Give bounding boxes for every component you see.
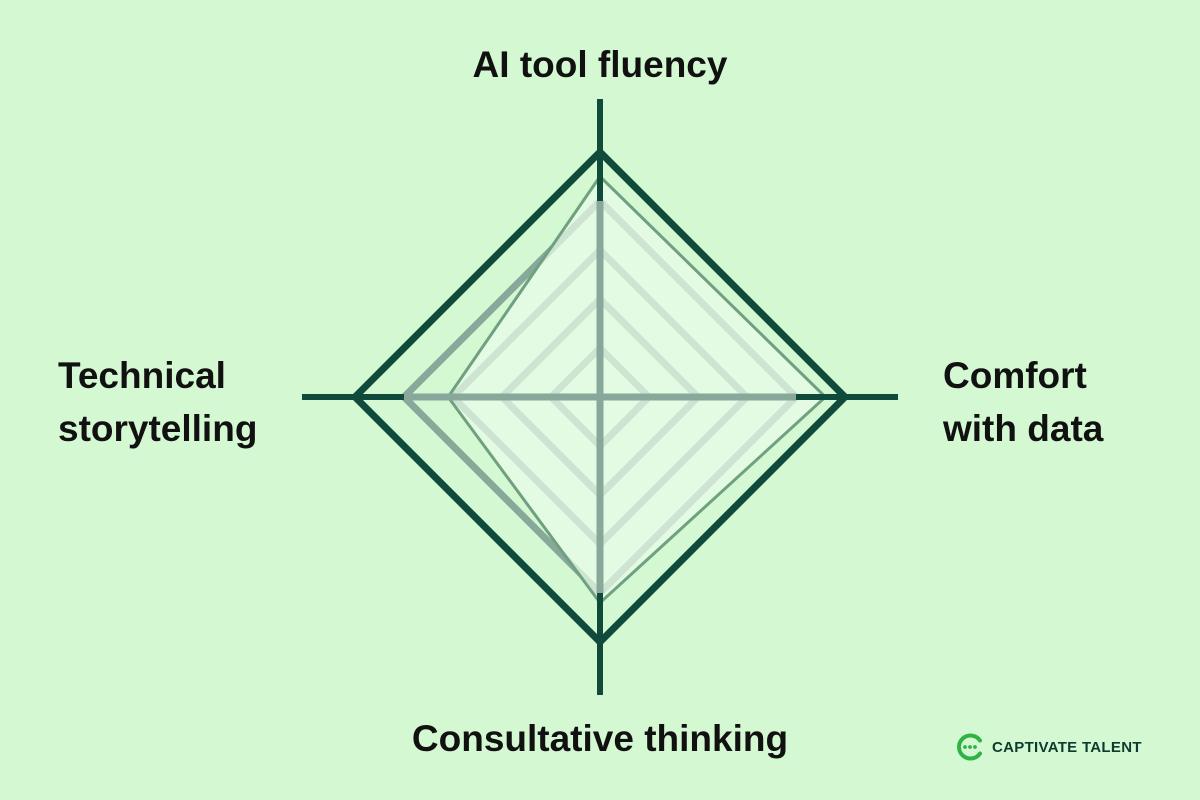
axis-label-line: with data bbox=[943, 408, 1104, 449]
brand-name: CAPTIVATE TALENT bbox=[992, 738, 1142, 756]
captivate-talent-logo-icon bbox=[957, 733, 982, 761]
axis-label-line: AI tool fluency bbox=[472, 44, 728, 85]
radar-ring-5 bbox=[350, 147, 850, 647]
brand-logo: CAPTIVATE TALENT bbox=[955, 731, 1142, 763]
axis-label-line: Technical bbox=[58, 355, 226, 396]
axis-label-technical-storytelling: Technical storytelling bbox=[58, 349, 257, 455]
axis-label-comfort-with-data: Comfort with data bbox=[943, 349, 1103, 455]
axis-label-line: storytelling bbox=[58, 408, 258, 449]
axis-label-ai-tool-fluency: AI tool fluency bbox=[0, 38, 1200, 91]
axis-label-line: Comfort bbox=[943, 355, 1087, 396]
radar-outer-ring-layer bbox=[350, 147, 850, 647]
radar-axes bbox=[302, 99, 898, 695]
axis-label-line: Consultative thinking bbox=[411, 718, 789, 759]
radar-series-polygon-0 bbox=[446, 174, 828, 606]
radar-series-area bbox=[446, 174, 828, 606]
axis-label-consultative-thinking: Consultative thinking bbox=[0, 712, 1200, 765]
